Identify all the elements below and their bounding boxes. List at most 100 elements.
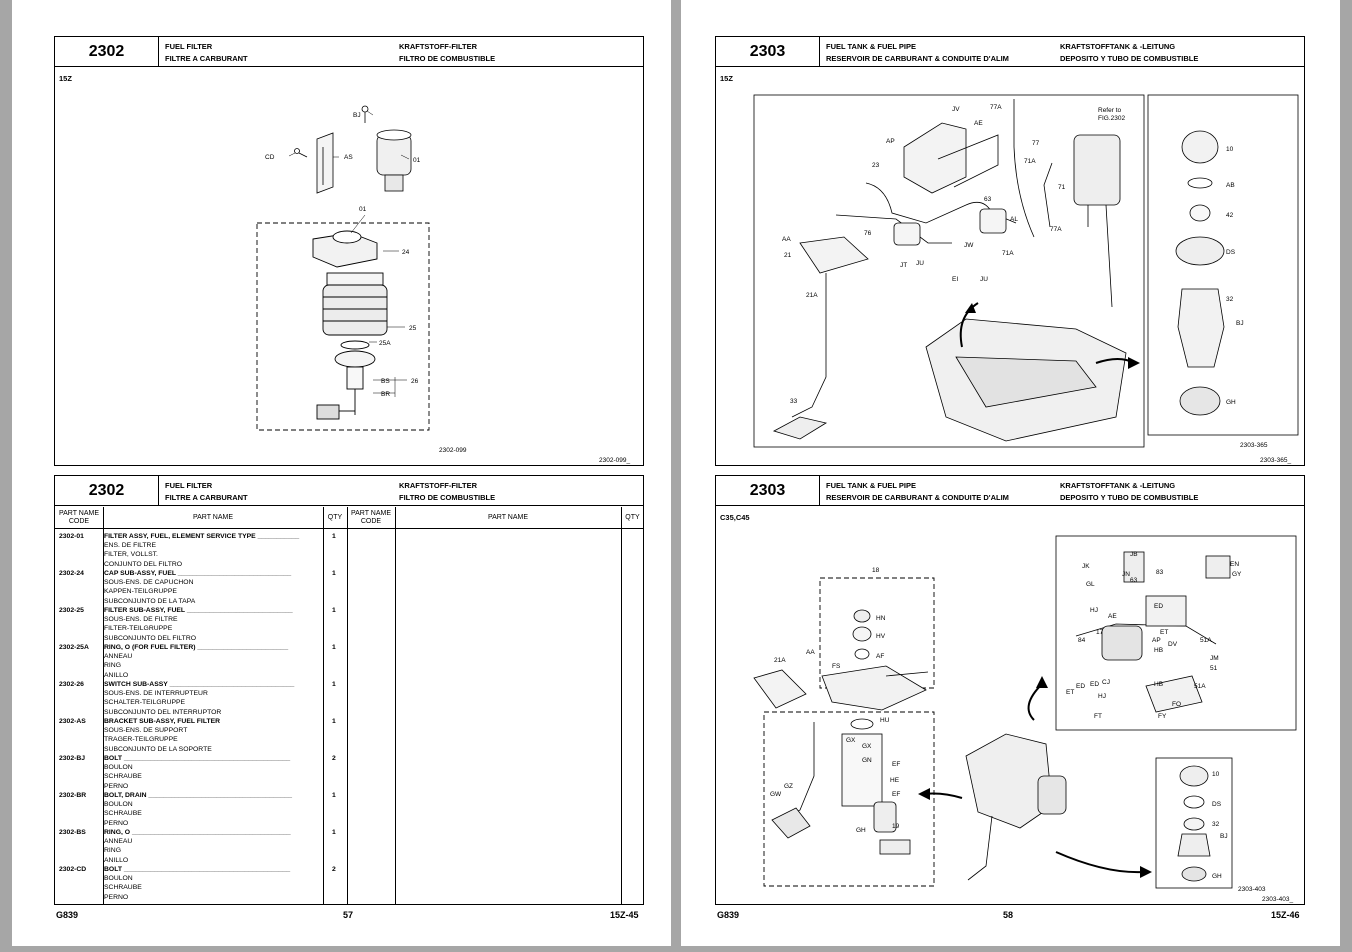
title-es: DEPOSITO Y TUBO DE COMBUSTIBLE xyxy=(1060,54,1199,63)
left-page: 2302 FUEL FILTER FILTRE A CARBURANT KRAF… xyxy=(12,0,671,946)
callout: JW xyxy=(964,242,974,249)
title-en: FUEL FILTER xyxy=(165,42,213,51)
callout: JN xyxy=(1122,571,1130,578)
table-row: 2302-24 CAP SUB-ASSY, FUEL _____________… xyxy=(55,569,345,606)
callout: HJ xyxy=(1098,693,1106,700)
part-name-es: ANILLO xyxy=(104,671,129,679)
callout: EF xyxy=(892,761,900,768)
callout: JU xyxy=(980,276,988,283)
column-divider xyxy=(347,507,348,904)
callout: GX xyxy=(846,737,856,744)
part-name-fr: SOUS-ENS. DE FILTRE xyxy=(104,616,178,624)
callout: HU xyxy=(880,717,890,724)
callout: BJ xyxy=(353,112,361,119)
part-name-fr: ENS. DE FILTRE xyxy=(104,542,156,550)
callout: EF xyxy=(892,791,900,798)
part-name-en: BOLT ___________________________________… xyxy=(104,755,291,762)
callout: 25A xyxy=(379,340,391,347)
column-divider xyxy=(621,507,622,904)
section-header: 2303 FUEL TANK & FUEL PIPE RESERVOIR DE … xyxy=(716,37,1304,67)
callout: 63 xyxy=(984,196,992,203)
table-row: 2302-25 FILTER SUB-ASSY, FUEL __________… xyxy=(55,606,345,643)
table-row: 2302-CD BOLT ___________________________… xyxy=(55,865,345,902)
part-name-de: FILTER, VOLLST. xyxy=(104,551,158,559)
title-fr: FILTRE A CARBURANT xyxy=(165,54,248,63)
part-name-en: BOLT ___________________________________… xyxy=(104,866,291,873)
part-name-es: PERNO xyxy=(104,893,129,901)
callout: 84 xyxy=(1078,637,1086,644)
callout: 10 xyxy=(1212,771,1220,778)
section-header: 2302 FUEL FILTER FILTRE A CARBURANT KRAF… xyxy=(55,37,643,67)
part-name-en: BOLT, DRAIN ____________________________… xyxy=(104,792,293,799)
title-fr: RESERVOIR DE CARBURANT & CONDUITE D'ALIM xyxy=(826,493,1009,502)
callout: AB xyxy=(1226,182,1235,189)
footer-right: 15Z-45 xyxy=(610,910,639,920)
fuel-tank-c35-c45-diagram: 18 HN HV AF AA 21A FS HU GX GX GN EF HE … xyxy=(753,535,1297,889)
section-number: 2303 xyxy=(716,476,820,505)
callout: GZ xyxy=(784,783,793,790)
callout: BJ xyxy=(1236,320,1244,327)
part-name-en: CAP SUB-ASSY, FUEL _____________________… xyxy=(104,570,292,577)
part-code: 2302-BR xyxy=(59,792,87,799)
part-name-fr: BOULON xyxy=(104,764,133,772)
col-header-code: PART NAME CODE xyxy=(55,507,103,529)
part-name-en: FILTER ASSY, FUEL, ELEMENT SERVICE TYPE … xyxy=(104,533,300,540)
callout: EI xyxy=(952,276,958,283)
callout: GH xyxy=(856,827,866,834)
figure-id: 2303-365 xyxy=(1240,442,1268,449)
part-qty: 1 xyxy=(332,829,336,836)
part-name-de: RING xyxy=(104,662,121,670)
section-number: 2303 xyxy=(716,37,820,66)
fuel-tank-illustration-box: 2303 FUEL TANK & FUEL PIPE RESERVOIR DE … xyxy=(715,36,1305,466)
section-number: 2302 xyxy=(55,37,159,66)
col-header-qty: QTY xyxy=(323,507,347,529)
part-qty: 1 xyxy=(332,718,336,725)
part-qty: 1 xyxy=(332,570,336,577)
callout: DS xyxy=(1226,249,1236,256)
section-number: 2302 xyxy=(55,476,159,505)
callout: DS xyxy=(1212,801,1222,808)
callout: 32 xyxy=(1226,296,1234,303)
callout: AL xyxy=(1010,216,1018,223)
callout: 71A xyxy=(1024,158,1036,165)
part-name-es: PERNO xyxy=(104,819,129,827)
callout: 42 xyxy=(1226,212,1234,219)
figure-code: 2302-099_ xyxy=(599,457,631,464)
callout: ED xyxy=(1090,681,1099,688)
part-name-es: PERNO xyxy=(104,782,129,790)
table-row: 2302-BS RING, O ________________________… xyxy=(55,828,345,865)
callout: BR xyxy=(381,391,390,398)
callout: 76 xyxy=(864,230,872,237)
part-name-en: RING, O ________________________________… xyxy=(104,829,291,836)
part-name-fr: SOUS-ENS. DE INTERRUPTEUR xyxy=(104,690,208,698)
right-page: 2303 FUEL TANK & FUEL PIPE RESERVOIR DE … xyxy=(681,0,1340,946)
figure-id: 2303-403 xyxy=(1238,886,1266,893)
callout: 71 xyxy=(1058,184,1066,191)
callout: ET xyxy=(1160,629,1168,636)
callout: 33 xyxy=(790,398,798,405)
callout: BS xyxy=(381,378,390,385)
callout: GN xyxy=(862,757,872,764)
callout: JK xyxy=(1082,563,1090,570)
part-code: 2302-24 xyxy=(59,570,84,577)
part-name-fr: BOULON xyxy=(104,875,133,883)
refer-note: FIG.2302 xyxy=(1098,115,1126,122)
parts-rows: 2302-01 FILTER ASSY, FUEL, ELEMENT SERVI… xyxy=(55,532,345,902)
footer-left: G839 xyxy=(717,910,740,920)
figure-code: 2303-365_ xyxy=(1260,457,1292,464)
model-label: 15Z xyxy=(720,74,733,83)
part-name-fr: SOUS-ENS. DE SUPPORT xyxy=(104,727,188,735)
part-code: 2302-25A xyxy=(59,644,89,651)
footer-right: 15Z-46 xyxy=(1271,910,1300,920)
col-header-code: PART NAME CODE xyxy=(347,507,395,529)
callout: CJ xyxy=(1102,679,1110,686)
fuel-filter-diagram: BJ CD AS 01 01 24 25 25A BS BR 26 xyxy=(256,105,430,431)
callout: 77A xyxy=(1050,226,1062,233)
callout: ED xyxy=(1076,683,1085,690)
part-name-es: SUBCONJUNTO DE LA SOPORTE xyxy=(104,745,212,753)
fuel-tank-diagram: JV 77A AE AP 77 71A 71 23 63 AL 77A AA 7… xyxy=(753,94,1299,448)
callout: JB xyxy=(1130,551,1138,558)
callout: 26 xyxy=(411,378,419,385)
part-name-es: ANILLO xyxy=(104,856,129,864)
part-qty: 1 xyxy=(332,533,336,540)
